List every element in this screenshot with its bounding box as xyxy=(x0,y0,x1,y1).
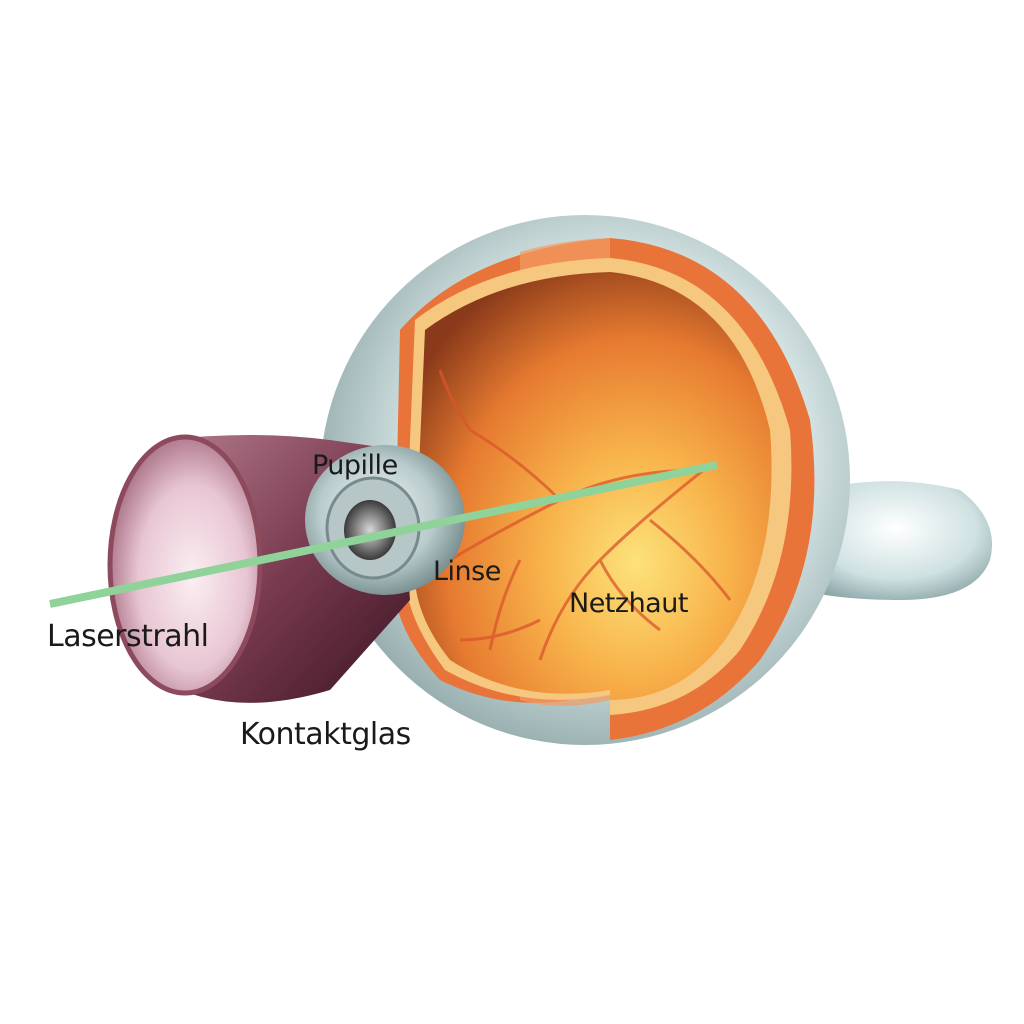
label-laserstrahl: Laserstrahl xyxy=(47,619,209,654)
label-pupille: Pupille xyxy=(312,450,398,481)
pupil xyxy=(344,500,396,560)
label-linse: Linse xyxy=(433,556,501,587)
label-kontaktglas: Kontaktglas xyxy=(240,717,411,752)
contact-glass-opening xyxy=(107,434,263,696)
retinal-vessels xyxy=(438,369,732,661)
laser-beam xyxy=(49,461,718,608)
label-netzhaut: Netzhaut xyxy=(569,588,688,619)
